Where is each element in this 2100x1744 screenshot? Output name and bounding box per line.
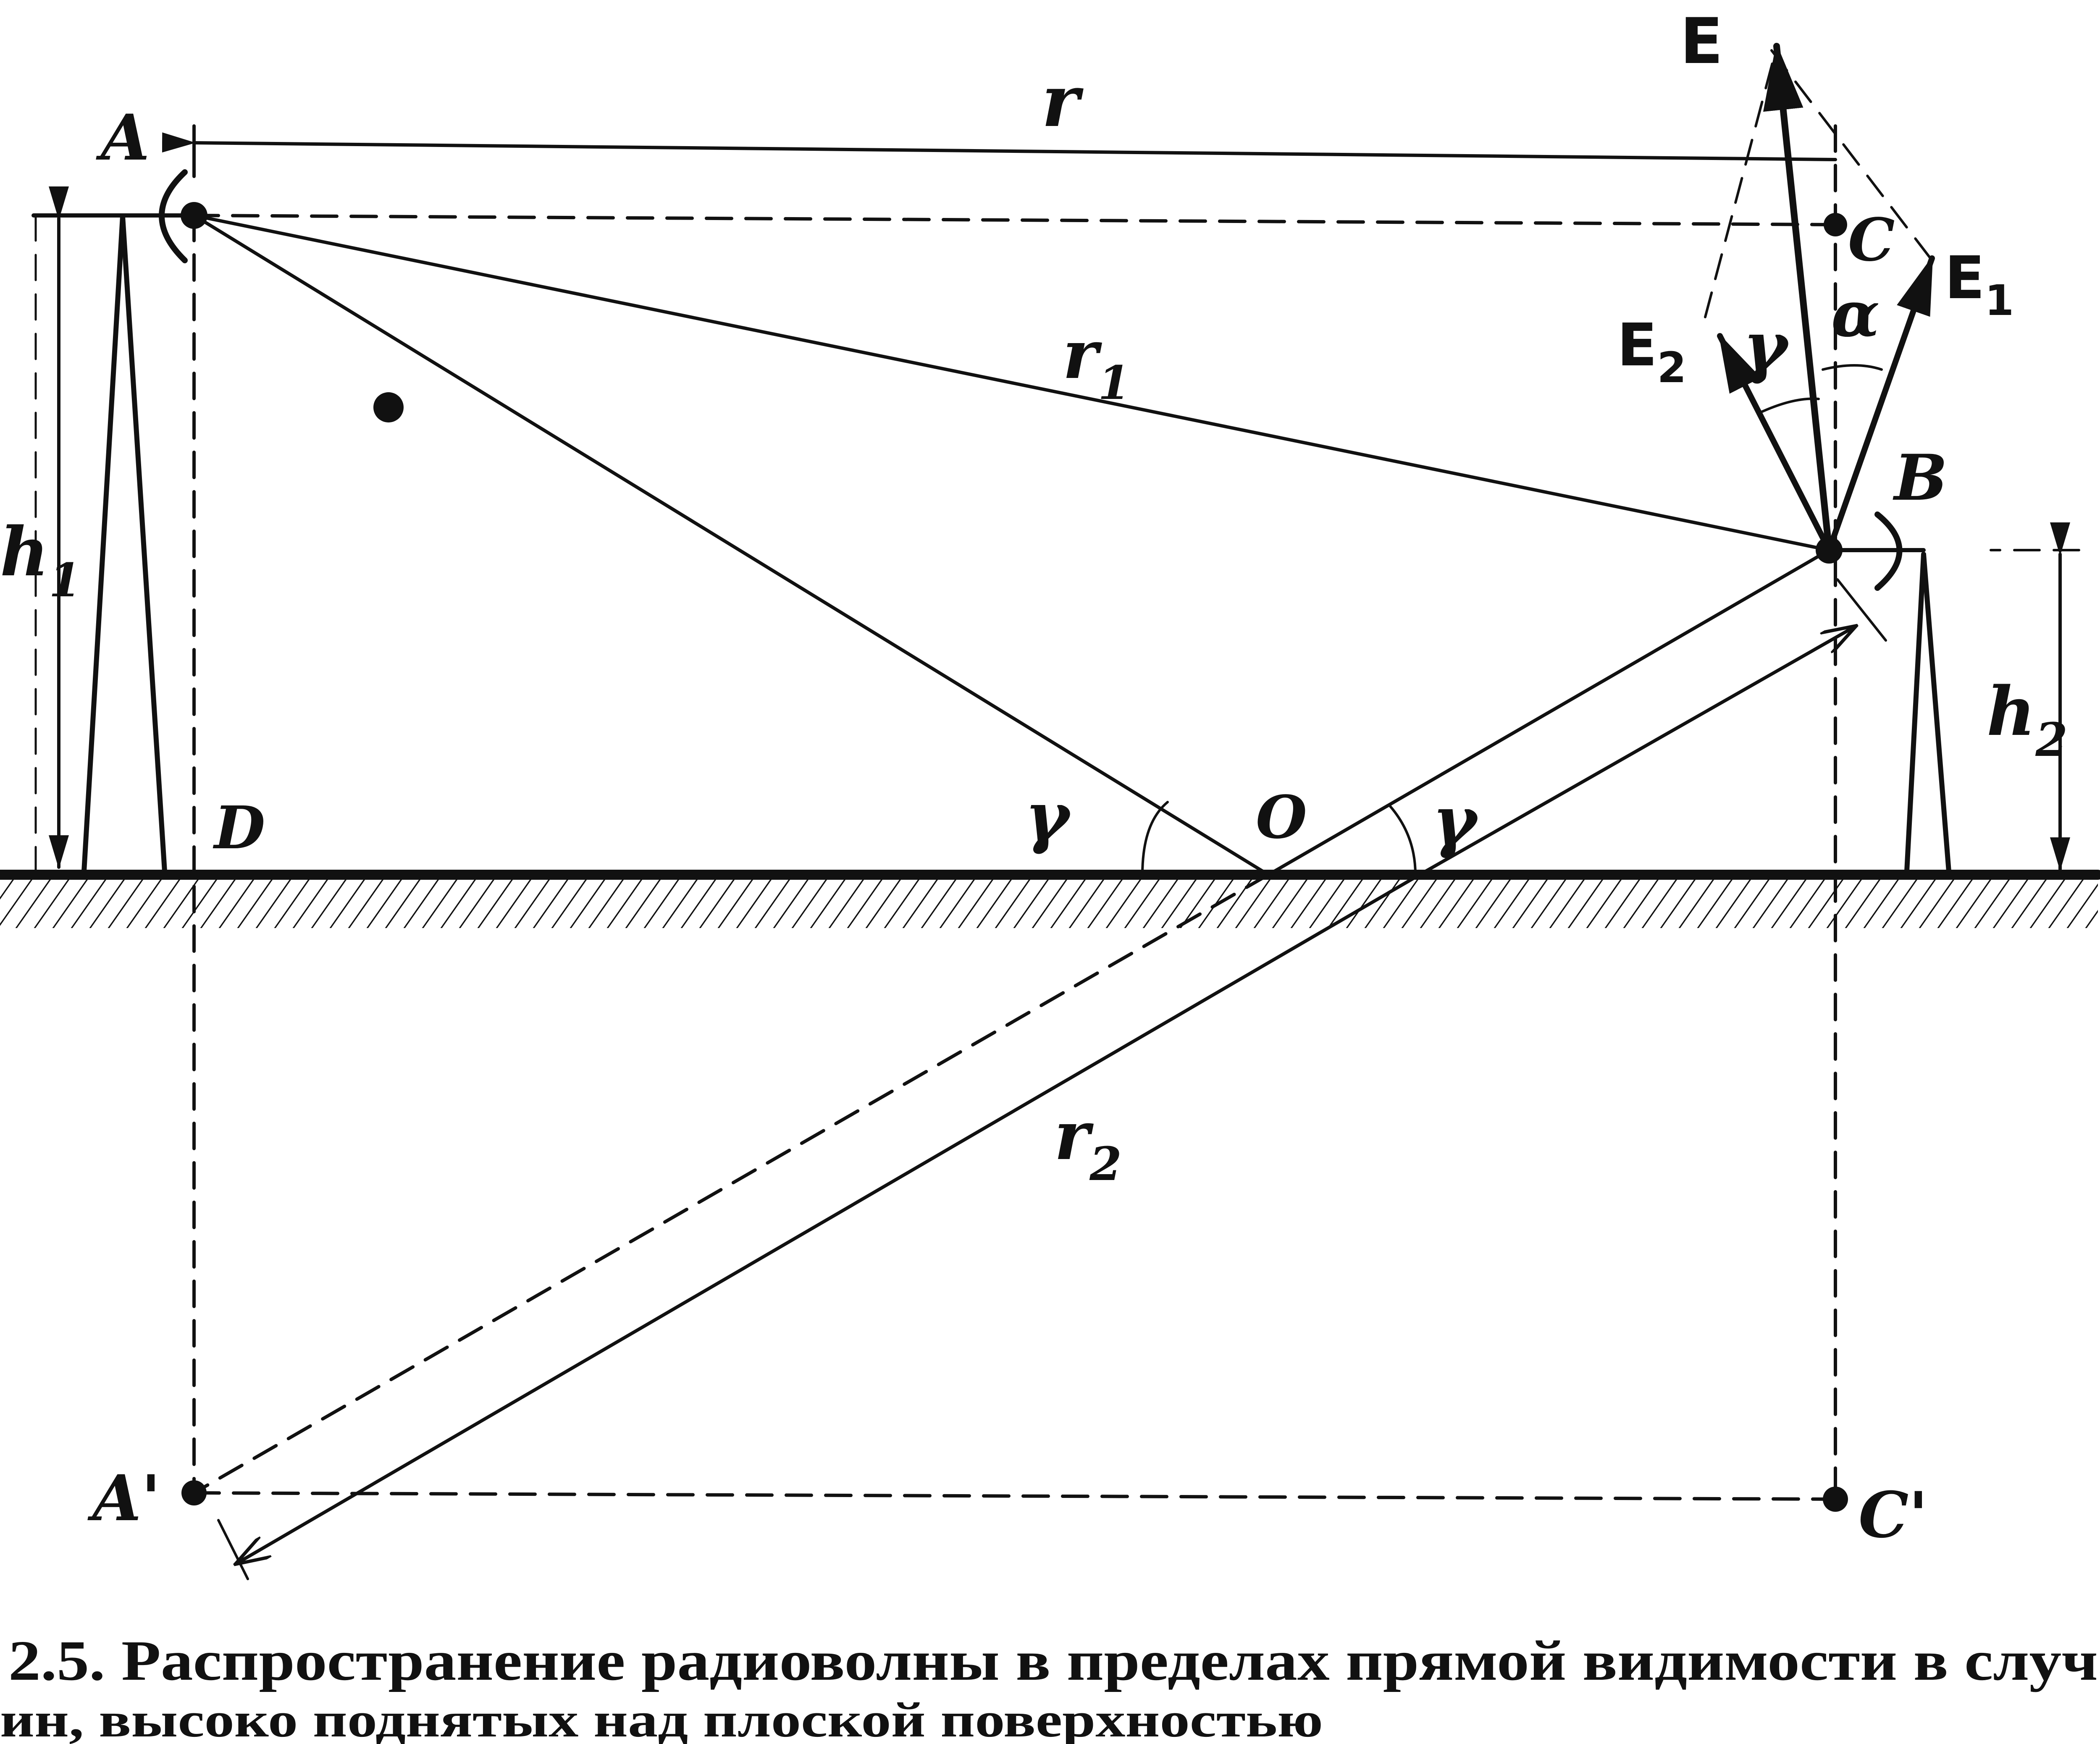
vector-e2 xyxy=(1717,333,1832,553)
ray-r1 xyxy=(192,214,1831,552)
label-gamma-right: γ xyxy=(1432,781,1479,860)
label-h1: h1 xyxy=(0,512,81,607)
point-b xyxy=(1816,537,1843,564)
caption-line-2: ин, высоко поднятых над плоской поверхно… xyxy=(0,1692,1323,1744)
label-c-prime: C' xyxy=(1858,1478,1928,1552)
label-r: r xyxy=(1042,59,1084,143)
point-c-prime xyxy=(1823,1487,1848,1512)
label-gamma-vector: γ xyxy=(1743,307,1790,386)
label-a: A xyxy=(96,101,150,175)
label-c: C xyxy=(1848,206,1895,275)
vector-e1 xyxy=(1826,255,1935,553)
labels: A B C D O A' C' r r1 r2 h1 h2 γ γ γ α E … xyxy=(0,5,2068,1552)
mast-b xyxy=(1829,511,1951,874)
field-vectors xyxy=(1717,43,1935,553)
construction-lines xyxy=(34,49,2080,1501)
point-a xyxy=(181,202,207,229)
angle-arcs xyxy=(1141,801,1417,876)
caption-line-1: 2.5. Распространение радиоволны в предел… xyxy=(8,1629,2100,1692)
point-a-prime xyxy=(181,1480,207,1505)
label-d: D xyxy=(213,794,265,863)
ray-incident xyxy=(192,214,1270,876)
ray-r2 xyxy=(1418,626,1856,876)
point-c xyxy=(1824,213,1847,236)
label-h2: h2 xyxy=(1987,672,2068,767)
label-r2: r2 xyxy=(1054,1096,1122,1191)
label-vector-e1: E1 xyxy=(1945,244,2014,325)
vector-e xyxy=(1763,43,1832,553)
figure-caption: 2.5. Распространение радиоволны в предел… xyxy=(0,1629,2100,1744)
distance-r xyxy=(162,124,1837,178)
label-r1: r1 xyxy=(1063,315,1130,410)
ray-reflected xyxy=(1267,548,1831,876)
label-vector-e2: E2 xyxy=(1617,311,1686,392)
label-b: B xyxy=(1893,441,1948,515)
label-gamma-left: γ xyxy=(1025,777,1072,856)
label-a-prime: A' xyxy=(87,1461,160,1535)
ink-blot xyxy=(373,392,404,422)
label-o: O xyxy=(1256,783,1307,852)
label-vector-e: E xyxy=(1680,5,1723,78)
points xyxy=(181,202,1848,1512)
ground xyxy=(0,870,2100,928)
rays xyxy=(192,214,1887,1580)
label-alpha: α xyxy=(1831,277,1880,351)
ray-r2-lower xyxy=(235,873,1421,1564)
